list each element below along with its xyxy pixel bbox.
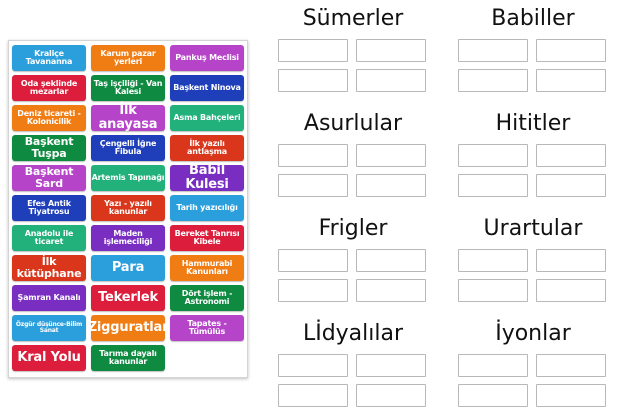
draggable-tile[interactable]: Deniz ticareti - Kolonicilik	[12, 105, 86, 131]
drop-slot[interactable]	[356, 354, 426, 377]
drop-slot[interactable]	[458, 39, 528, 62]
draggable-tile[interactable]: Anadolu ile ticaret	[12, 225, 86, 251]
draggable-tile[interactable]: Artemis Tapınağı	[91, 165, 165, 191]
draggable-tile[interactable]: Asma Bahçeleri	[170, 105, 244, 131]
draggable-tile[interactable]: Başkent Sard	[12, 165, 86, 191]
group-title: İyonlar	[495, 321, 571, 346]
drop-slot[interactable]	[278, 174, 348, 197]
draggable-tile[interactable]: İlk anayasa	[91, 104, 165, 131]
group-title: Urartular	[483, 216, 583, 241]
drop-slot[interactable]	[278, 249, 348, 272]
drop-slot[interactable]	[278, 144, 348, 167]
draggable-tile[interactable]: Hammurabi Kanunları	[170, 255, 244, 281]
draggable-tile[interactable]: Tapates - Tümülüs	[170, 315, 244, 341]
draggable-tile[interactable]: Tekerlek	[91, 285, 165, 311]
drop-slot[interactable]	[356, 69, 426, 92]
drop-slot[interactable]	[356, 384, 426, 407]
drop-slot[interactable]	[458, 279, 528, 302]
draggable-tile[interactable]: Dört işlem - Astronomi	[170, 285, 244, 311]
drop-slot[interactable]	[278, 39, 348, 62]
drop-slot[interactable]	[458, 384, 528, 407]
group-title: Lİdyalılar	[302, 321, 404, 346]
draggable-tile[interactable]: Şamran Kanalı	[12, 285, 86, 311]
draggable-tile[interactable]: Pankuş Meclisi	[170, 45, 244, 71]
draggable-tile[interactable]: Başkent Tuşpa	[12, 135, 86, 161]
group-title: Hititler	[495, 111, 571, 136]
drop-slot[interactable]	[356, 249, 426, 272]
drop-slot[interactable]	[278, 69, 348, 92]
draggable-tile[interactable]: Tarih yazıcılığı	[170, 195, 244, 221]
group-title: Asurlular	[303, 111, 403, 136]
draggable-tile[interactable]: Para	[91, 255, 165, 281]
draggable-tile[interactable]: Bereket Tanrısı Kibele	[170, 225, 244, 251]
draggable-tile[interactable]: Oda şeklinde mezarlar	[12, 75, 86, 101]
drop-slot[interactable]	[536, 249, 606, 272]
draggable-tile[interactable]: Taş işçiliği - Van Kalesi	[91, 75, 165, 101]
drop-slot[interactable]	[458, 174, 528, 197]
draggable-tile[interactable]: Özgür düşünce-Bilim Sanat	[12, 315, 86, 341]
draggable-tile[interactable]: Kraliçe Tavananna	[12, 45, 86, 71]
drop-slot[interactable]	[278, 354, 348, 377]
drop-slot[interactable]	[536, 279, 606, 302]
drop-slot[interactable]	[356, 279, 426, 302]
drop-slot[interactable]	[536, 144, 606, 167]
drop-slot[interactable]	[278, 279, 348, 302]
drop-slot[interactable]	[536, 354, 606, 377]
drop-slot[interactable]	[458, 249, 528, 272]
drop-slot[interactable]	[356, 174, 426, 197]
drop-slot[interactable]	[536, 174, 606, 197]
drop-slot[interactable]	[458, 144, 528, 167]
draggable-tile[interactable]: Efes Antik Tiyatrosu	[12, 195, 86, 221]
draggable-tile[interactable]: Tarıma dayalı kanunlar	[91, 345, 165, 371]
draggable-tile[interactable]: İlk yazılı antlaşma	[170, 135, 244, 161]
group-title: Sümerler	[302, 6, 404, 31]
drop-slot[interactable]	[536, 384, 606, 407]
draggable-tile[interactable]: Çengelli İğne Fibula	[91, 135, 165, 161]
draggable-tile[interactable]: Başkent Ninova	[170, 75, 244, 101]
draggable-tile[interactable]: Kral Yolu	[12, 345, 86, 371]
draggable-tile[interactable]: İlk kütüphane	[12, 255, 86, 281]
draggable-tile[interactable]: Karum pazar yerleri	[91, 45, 165, 71]
drop-slot[interactable]	[458, 354, 528, 377]
draggable-tile[interactable]: Maden işlemeciliği	[91, 225, 165, 251]
group-title: Frigler	[318, 216, 388, 241]
draggable-tile[interactable]: Yazı - yazılı kanunlar	[91, 195, 165, 221]
drop-slot[interactable]	[356, 39, 426, 62]
group-title: Babiller	[491, 6, 575, 31]
drop-slot[interactable]	[278, 384, 348, 407]
drop-slot[interactable]	[356, 144, 426, 167]
draggable-tile[interactable]: Zigguratlar	[88, 315, 168, 341]
drop-slot[interactable]	[458, 69, 528, 92]
draggable-tile[interactable]: Babil Kulesi	[170, 164, 244, 191]
drop-slot[interactable]	[536, 69, 606, 92]
drop-slot[interactable]	[536, 39, 606, 62]
